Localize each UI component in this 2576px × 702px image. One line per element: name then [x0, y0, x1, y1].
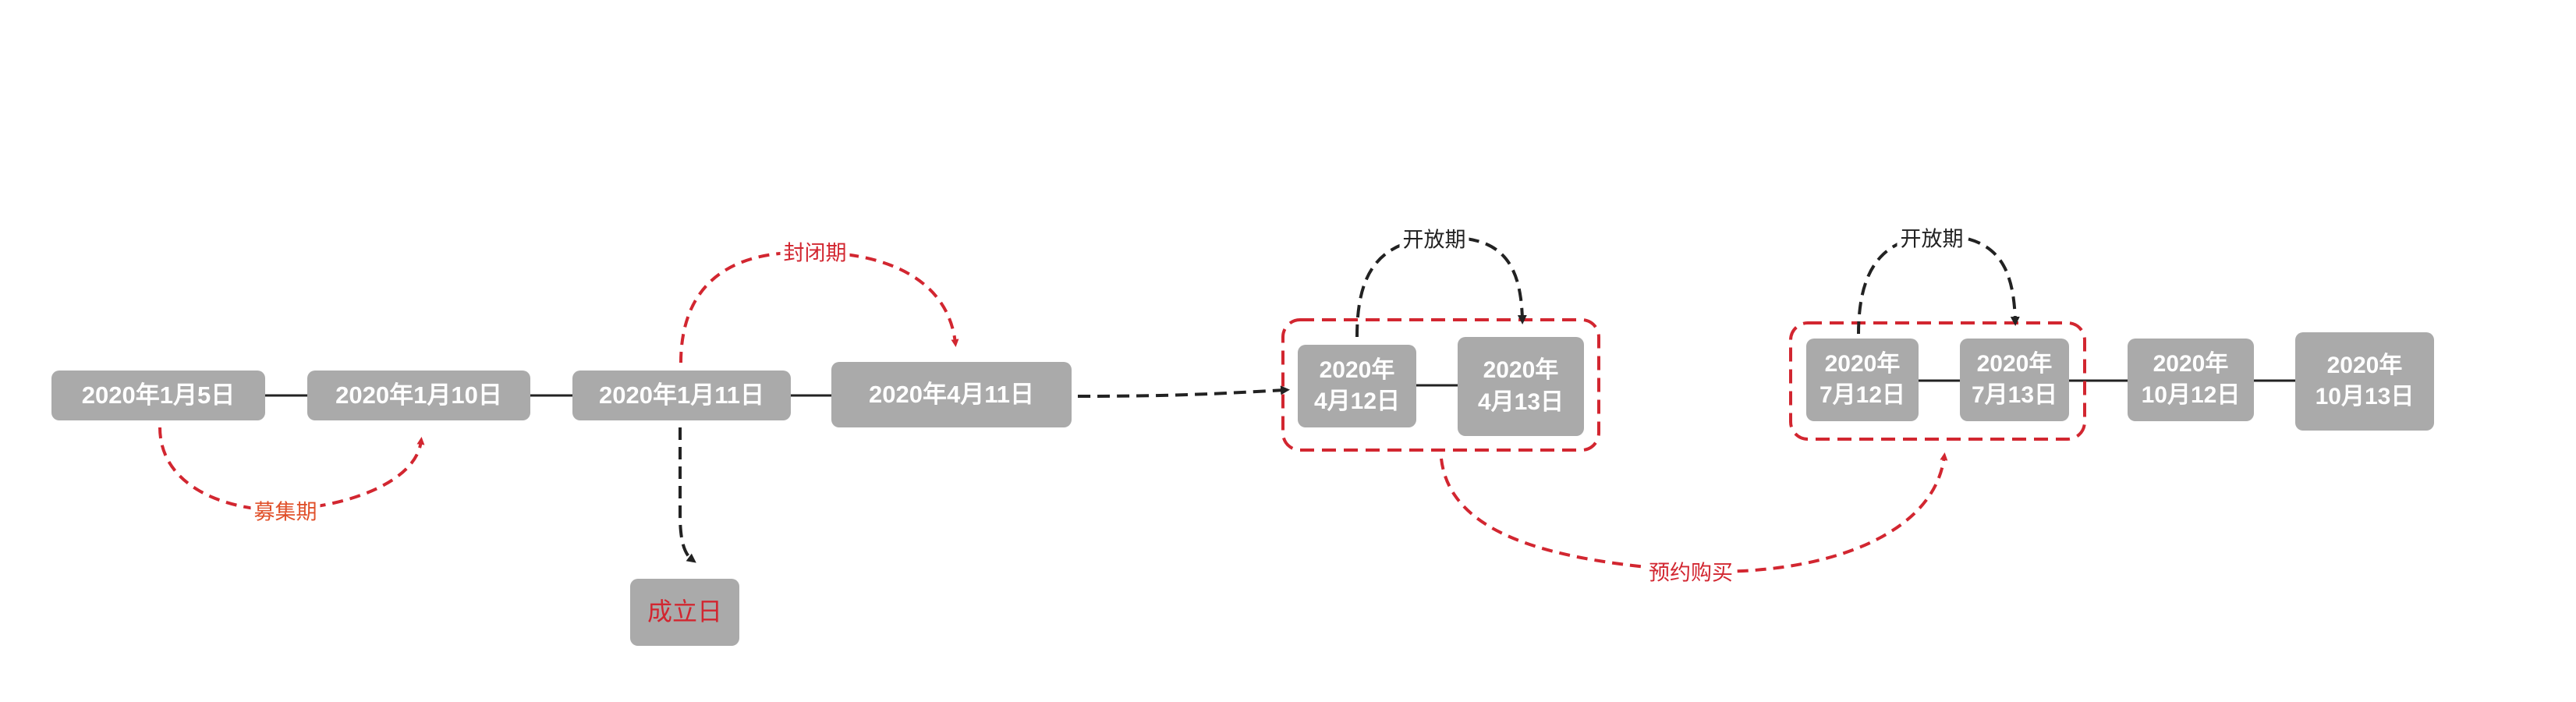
- label-open-period-1: 开放期: [1399, 222, 1469, 254]
- label-reservation-purchase: 预约购买: [1646, 555, 1736, 587]
- node-2020-10-13: 2020年 10月13日: [2295, 332, 2434, 431]
- node-label-year: 2020年: [1319, 356, 1395, 383]
- label-raising-period: 募集期: [250, 495, 321, 526]
- node-label: 2020年4月11日: [869, 381, 1034, 409]
- node-label-date: 7月13日: [1971, 382, 2058, 408]
- arc-reservation-purchase: [1440, 452, 1948, 573]
- node-2020-01-10: 2020年1月10日: [307, 370, 530, 420]
- arrow-to-founding: [679, 427, 696, 563]
- node-label-date: 7月12日: [1819, 382, 1906, 408]
- node-2020-04-12: 2020年 4月12日: [1298, 345, 1416, 427]
- node-label-year: 2020年: [2153, 350, 2229, 377]
- node-2020-07-13: 2020年 7月13日: [1960, 339, 2069, 421]
- label-closed-period: 封闭期: [780, 236, 850, 267]
- node-label-year: 2020年: [1824, 350, 1901, 377]
- arc-closed-period: [679, 250, 959, 363]
- node-label-year: 2020年: [2326, 352, 2403, 378]
- node-label-date: 4月13日: [1477, 388, 1564, 415]
- node-label-date: 10月13日: [2315, 384, 2415, 410]
- label-open-period-2: 开放期: [1897, 222, 1967, 253]
- node-label: 2020年1月10日: [335, 381, 502, 410]
- node-2020-01-11: 2020年1月11日: [572, 370, 791, 420]
- node-label: 2020年1月5日: [81, 381, 236, 410]
- node-2020-07-12: 2020年 7月12日: [1806, 339, 1919, 421]
- node-founding-day: 成立日: [630, 579, 739, 646]
- node-2020-04-13: 2020年 4月13日: [1458, 337, 1584, 436]
- node-label-date: 4月12日: [1313, 388, 1401, 414]
- node-label: 2020年1月11日: [599, 381, 764, 410]
- node-label-year: 2020年: [1976, 350, 2053, 377]
- arrow-apr11-to-group: [1077, 385, 1290, 398]
- node-label: 成立日: [647, 597, 722, 626]
- group-box-july: [1789, 321, 2086, 441]
- node-2020-04-11: 2020年4月11日: [831, 362, 1072, 427]
- node-2020-10-12: 2020年 10月12日: [2128, 339, 2254, 421]
- node-2020-01-05: 2020年1月5日: [51, 370, 265, 420]
- node-label-year: 2020年: [1483, 357, 1559, 383]
- node-label-date: 10月12日: [2141, 382, 2241, 408]
- group-box-april: [1281, 318, 1600, 452]
